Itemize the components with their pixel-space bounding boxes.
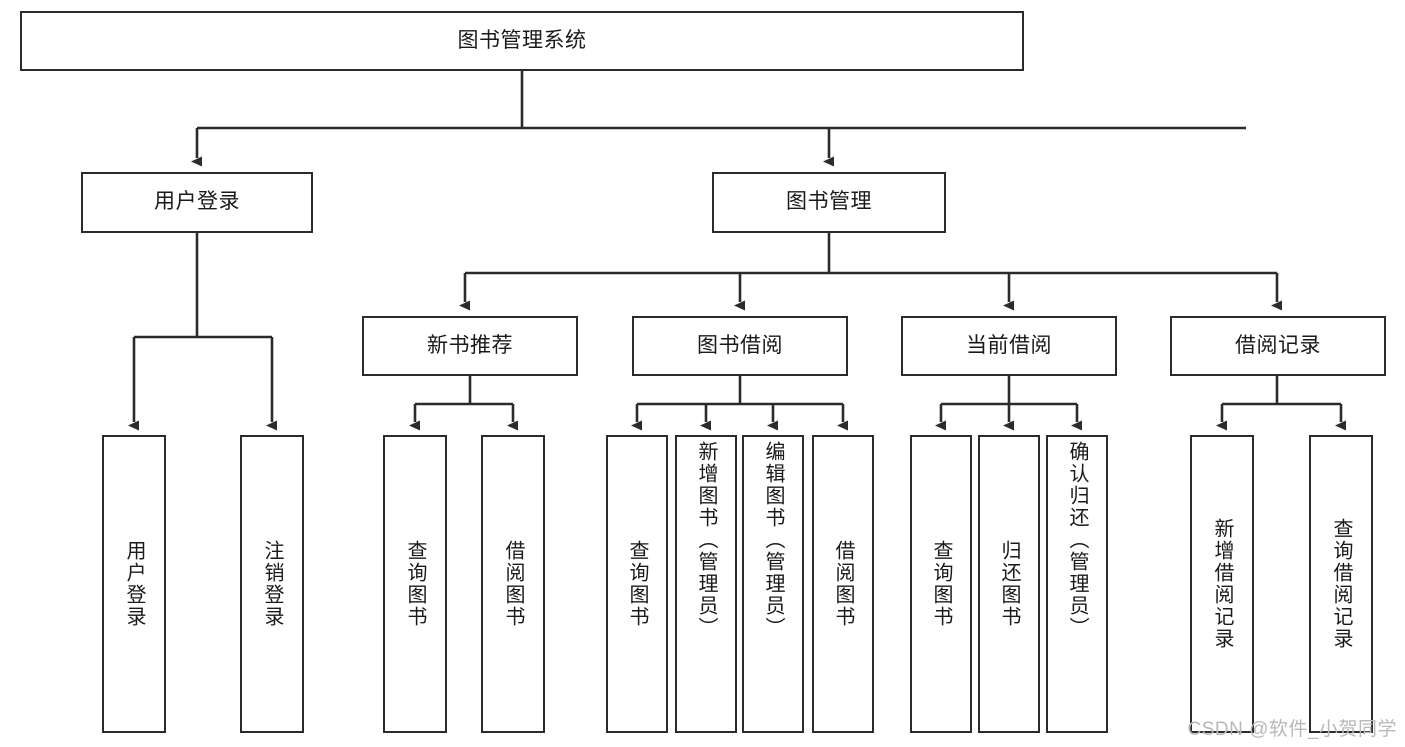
node-label: 确认归还（管理员） (1066, 441, 1088, 639)
node-label: 用户登录 (123, 540, 145, 628)
node-leaf-query-book-recommend[interactable]: 查询图书 (383, 435, 447, 733)
node-leaf-add-borrow-record[interactable]: 新增借阅记录 (1190, 435, 1254, 733)
node-book-borrowing[interactable]: 图书借阅 (632, 316, 848, 376)
node-label: 用户登录 (154, 190, 240, 214)
node-label: 查询借阅记录 (1330, 518, 1352, 650)
node-leaf-add-book-admin[interactable]: 新增图书（管理员） (675, 435, 737, 733)
node-user-login[interactable]: 用户登录 (81, 172, 313, 233)
node-label: 新增借阅记录 (1211, 518, 1233, 650)
node-label: 借阅图书 (502, 540, 524, 628)
node-new-book-recommendation[interactable]: 新书推荐 (362, 316, 578, 376)
node-book-management[interactable]: 图书管理 (712, 172, 946, 233)
node-label: 图书管理 (786, 190, 872, 214)
node-label: 当前借阅 (966, 333, 1052, 357)
node-leaf-borrow-book-recommend[interactable]: 借阅图书 (481, 435, 545, 733)
node-label: 查询图书 (626, 540, 648, 628)
node-label: 注销登录 (261, 540, 283, 628)
node-leaf-confirm-return-admin[interactable]: 确认归还（管理员） (1046, 435, 1108, 733)
node-leaf-edit-book-admin[interactable]: 编辑图书（管理员） (742, 435, 804, 733)
node-label: 图书借阅 (697, 333, 783, 357)
node-leaf-query-book-current[interactable]: 查询图书 (910, 435, 972, 733)
node-leaf-return-book[interactable]: 归还图书 (978, 435, 1040, 733)
node-label: 归还图书 (998, 540, 1020, 628)
node-leaf-query-book-borrow[interactable]: 查询图书 (606, 435, 668, 733)
node-label: 图书管理系统 (457, 28, 587, 52)
node-current-borrowing[interactable]: 当前借阅 (901, 316, 1117, 376)
node-label: 查询图书 (930, 540, 952, 628)
node-borrowing-record[interactable]: 借阅记录 (1170, 316, 1386, 376)
node-label: 查询图书 (404, 540, 426, 628)
node-leaf-logout[interactable]: 注销登录 (240, 435, 304, 733)
node-leaf-user-login[interactable]: 用户登录 (102, 435, 166, 733)
node-leaf-query-borrow-record[interactable]: 查询借阅记录 (1309, 435, 1373, 733)
node-label: 新增图书（管理员） (695, 441, 717, 639)
node-label: 借阅图书 (832, 540, 854, 628)
node-label: 新书推荐 (427, 333, 513, 357)
node-leaf-borrow-book[interactable]: 借阅图书 (812, 435, 874, 733)
node-root-book-management-system[interactable]: 图书管理系统 (20, 11, 1024, 71)
node-label: 编辑图书（管理员） (762, 441, 784, 639)
node-label: 借阅记录 (1235, 333, 1321, 357)
